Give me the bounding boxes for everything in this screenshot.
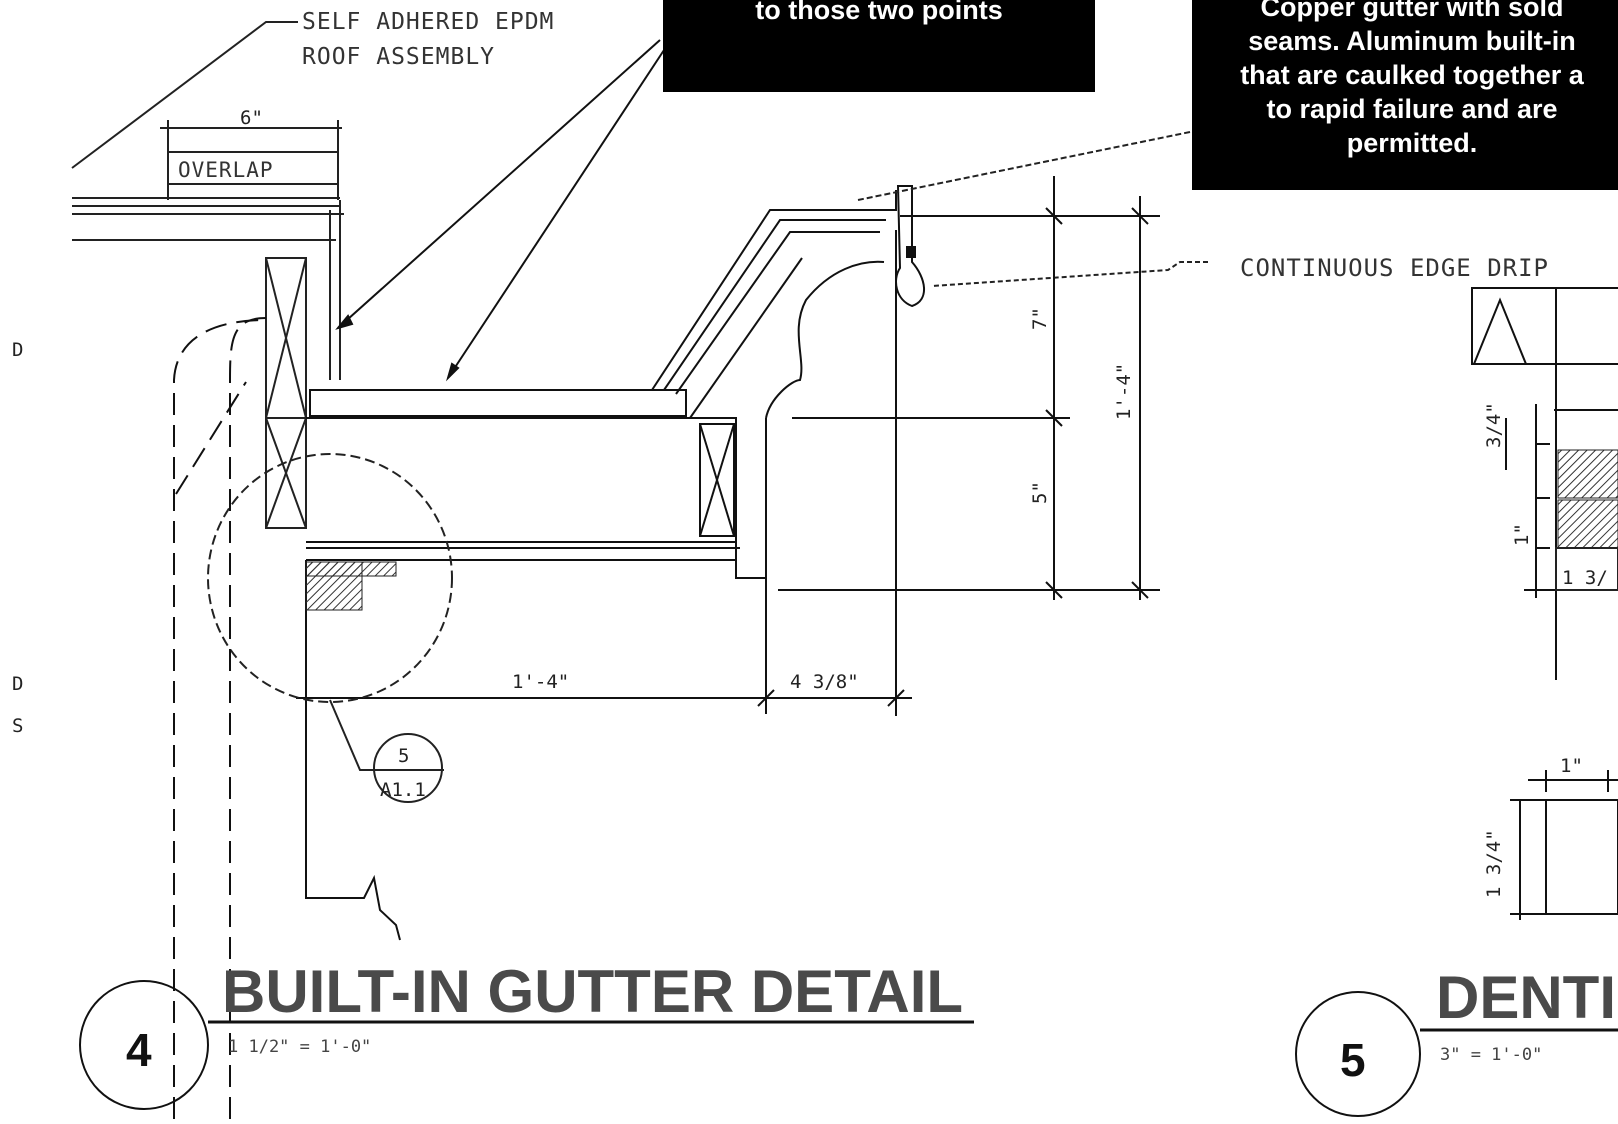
overlap-dim-value: 6" xyxy=(240,107,263,129)
callout-right-line5: permitted. xyxy=(1346,128,1478,158)
epdm-label-line2: ROOF ASSEMBLY xyxy=(302,44,495,70)
callout-two-points: to those two points xyxy=(663,0,1095,92)
dim-1ft4in-vertical: 1'-4" xyxy=(1113,363,1135,420)
gutter-body xyxy=(305,185,925,941)
left-dashed-lines xyxy=(173,317,267,1119)
callout-right-line1: Copper gutter with sold xyxy=(1260,0,1564,22)
edge-drip-label: CONTINUOUS EDGE DRIP xyxy=(1240,254,1549,282)
dentil-block xyxy=(1555,547,1618,591)
detail-scale-4: 1 1/2" = 1'-0" xyxy=(228,1037,371,1057)
callout-copper-gutter-note: Copper gutter with sold seams. Aluminum … xyxy=(1192,0,1618,190)
epdm-leader xyxy=(71,21,298,169)
roof-deck-layers xyxy=(72,197,344,241)
left-margin-text-2: D xyxy=(12,673,23,695)
left-margin-text-1: D xyxy=(12,339,23,361)
hatched-trim xyxy=(305,561,397,577)
dim-7in: 7" xyxy=(1029,307,1051,330)
callout-right-line2: seams. Aluminum built-in xyxy=(1248,26,1576,56)
title-block-5: 5 DENTI 3" = 1'-0" xyxy=(1295,964,1618,1117)
title-block-4: 4 BUILT-IN GUTTER DETAIL 1 1/2" = 1'-0" xyxy=(79,958,974,1110)
detail-number-4: 4 xyxy=(126,1024,152,1076)
section-marker-top: 5 xyxy=(398,745,409,767)
dim-1in-vertical: 1" xyxy=(1511,523,1533,546)
dentil-dimension-lines xyxy=(1510,443,1618,920)
detail-number-5: 5 xyxy=(1340,1034,1366,1086)
detail-title-5: DENTI xyxy=(1436,964,1616,1031)
overlap-dimension xyxy=(160,120,342,200)
section-marker xyxy=(329,699,444,803)
edge-drip-leaders xyxy=(857,131,1208,287)
callout-top-line1: to those two points xyxy=(755,0,1003,25)
overlap-text: OVERLAP xyxy=(178,158,274,182)
dim-1-3-4-partial: 1 3/ xyxy=(1562,567,1608,589)
edge-drip-fastener xyxy=(906,246,916,258)
section-marker-bottom: A1.1 xyxy=(380,779,426,801)
dim-1ft4in-horizontal: 1'-4" xyxy=(512,671,569,693)
dentil-hatch-2 xyxy=(1557,499,1618,549)
epdm-label-line1: SELF ADHERED EPDM xyxy=(302,9,554,35)
dim-5in: 5" xyxy=(1029,481,1051,504)
dim-4-3-8: 4 3/8" xyxy=(790,671,859,693)
dim-1in-horizontal: 1" xyxy=(1560,755,1583,777)
detail-scale-5: 3" = 1'-0" xyxy=(1440,1045,1542,1065)
dentil-detail xyxy=(1471,287,1618,915)
dim-1-3-4-vertical: 1 3/4" xyxy=(1483,829,1505,898)
dim-3-4: 3/4" xyxy=(1483,402,1505,448)
callout-right-line4: to rapid failure and are xyxy=(1266,94,1558,124)
horizontal-dimensions xyxy=(296,230,912,716)
left-margin-text-3: S xyxy=(12,715,23,737)
callout-right-line3: that are caulked together a xyxy=(1240,60,1584,90)
detail-title-4: BUILT-IN GUTTER DETAIL xyxy=(222,958,963,1025)
callout-leaders xyxy=(335,39,669,382)
detail-circle xyxy=(207,453,453,703)
vertical-dimensions xyxy=(778,176,1160,600)
dentil-hatch-1 xyxy=(1557,449,1618,499)
wall-blocking xyxy=(265,200,341,529)
